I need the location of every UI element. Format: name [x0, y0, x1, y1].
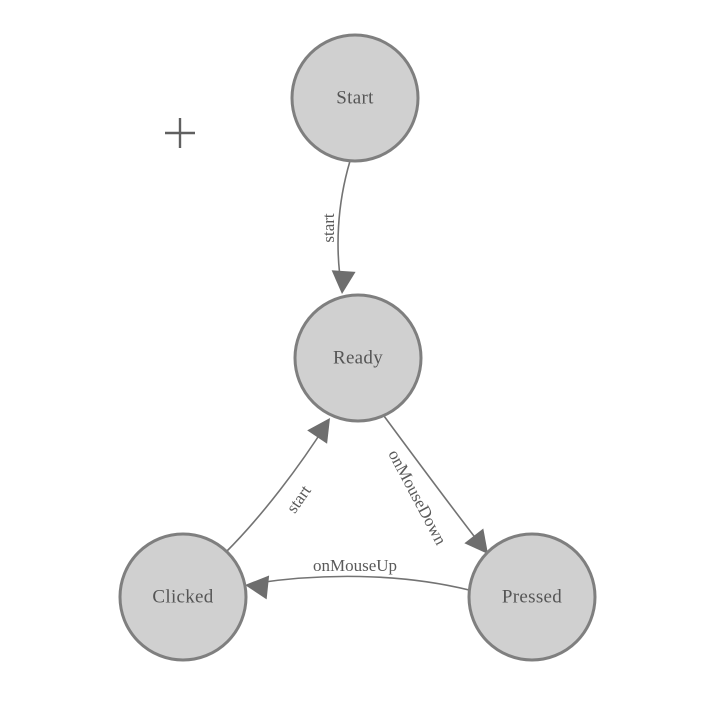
- arrowheads-layer: [245, 270, 488, 600]
- node-start[interactable]: Start: [290, 33, 420, 163]
- edge-ready-to-pressed[interactable]: [383, 415, 485, 550]
- cursor-crosshair: [165, 118, 195, 148]
- arrowhead-clicked-to-ready: [307, 418, 330, 444]
- node-circle-ready[interactable]: [293, 293, 423, 423]
- node-circle-clicked[interactable]: [118, 532, 248, 662]
- node-ready[interactable]: Ready: [293, 293, 423, 423]
- crosshair-layer: [165, 118, 195, 148]
- edge-label-start-to-ready: start: [319, 213, 338, 243]
- edge-label-pressed-to-clicked: onMouseUp: [313, 556, 397, 575]
- node-label-clicked: Clicked: [152, 586, 213, 607]
- node-pressed[interactable]: Pressed: [467, 532, 597, 662]
- arrowhead-pressed-to-clicked: [245, 575, 270, 600]
- arrowhead-ready-to-pressed: [464, 528, 488, 554]
- node-clicked[interactable]: Clicked: [118, 532, 248, 662]
- node-label-ready: Ready: [333, 347, 383, 368]
- edge-clicked-to-ready[interactable]: [225, 422, 328, 553]
- edge-pressed-to-clicked[interactable]: [249, 575, 470, 591]
- node-circle-start[interactable]: [290, 33, 420, 163]
- edge-start-to-ready[interactable]: [337, 160, 351, 291]
- arrowhead-start-to-ready: [331, 270, 356, 294]
- node-label-pressed: Pressed: [502, 586, 562, 607]
- edge-label-clicked-to-ready: start: [283, 481, 316, 516]
- node-circle-pressed[interactable]: [467, 532, 597, 662]
- node-label-start: Start: [336, 87, 374, 108]
